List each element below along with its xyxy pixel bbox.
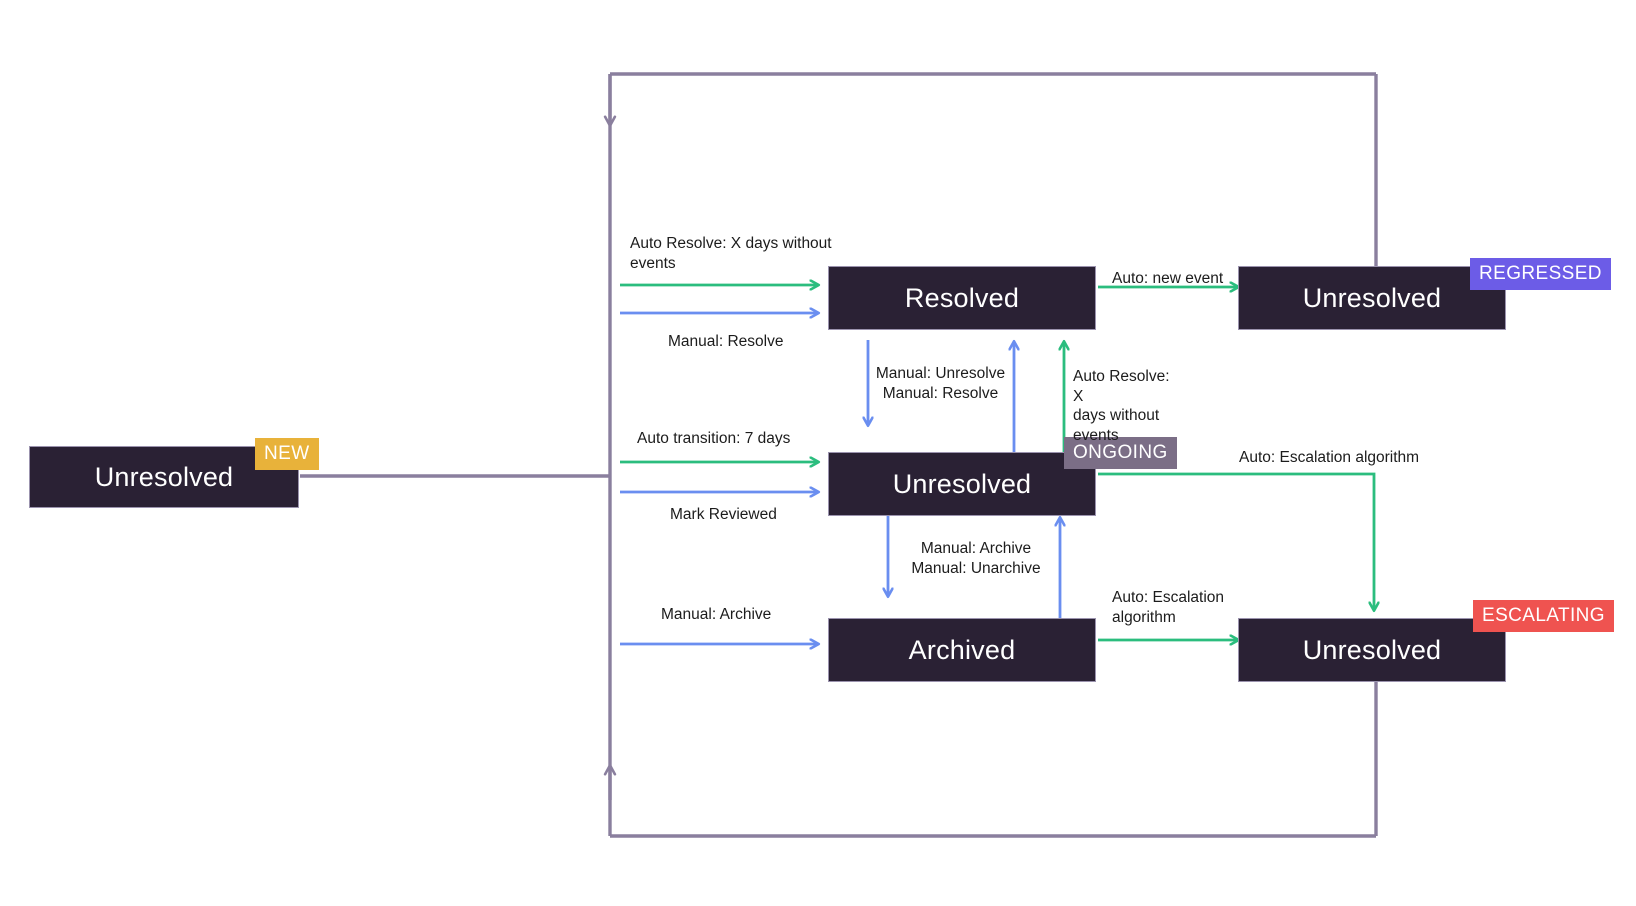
edge-label-auto-new-event: Auto: new event: [1112, 270, 1224, 287]
edge-label-auto-resolve-x-days-up: Auto Resolve: X days without events: [1073, 368, 1170, 444]
node-unresolved-escalating: Unresolved: [1238, 618, 1506, 682]
node-label: Unresolved: [1302, 282, 1442, 313]
node-label: Resolved: [904, 282, 1020, 313]
edge-label-mark-reviewed: Mark Reviewed: [670, 506, 777, 523]
status-badge-regressed: REGRESSED: [1470, 258, 1611, 290]
node-unresolved-new: Unresolved: [29, 446, 299, 508]
status-badge-ongoing: ONGOING: [1064, 437, 1177, 469]
edge-label-manual-archive-unarchive: Manual: Archive Manual: Unarchive: [911, 540, 1041, 577]
node-label: Unresolved: [1302, 634, 1442, 665]
edge-label-manual-archive-left: Manual: Archive: [661, 606, 772, 623]
node-archived: Archived: [828, 618, 1096, 682]
edge-label-manual-unresolve-resolve: Manual: Unresolve Manual: Resolve: [875, 365, 1006, 402]
edge-label-auto-escalation-bottom: Auto: Escalation algorithm: [1112, 589, 1225, 626]
status-badge-new: NEW: [255, 438, 319, 470]
node-unresolved-regressed: Unresolved: [1238, 266, 1506, 330]
node-unresolved-ongoing: Unresolved: [828, 452, 1096, 516]
node-label: Unresolved: [892, 468, 1032, 499]
edge-label-auto-resolve-x-days-top: Auto Resolve: X days without events: [630, 235, 832, 272]
node-label: Unresolved: [94, 461, 234, 492]
edge-label-manual-resolve: Manual: Resolve: [668, 333, 784, 350]
node-label: Archived: [908, 634, 1016, 665]
node-resolved: Resolved: [828, 266, 1096, 330]
edge-label-auto-escalation-top: Auto: Escalation algorithm: [1239, 449, 1420, 466]
edge-label-auto-transition-7-days: Auto transition: 7 days: [637, 430, 791, 447]
status-badge-escalating: ESCALATING: [1473, 600, 1614, 632]
